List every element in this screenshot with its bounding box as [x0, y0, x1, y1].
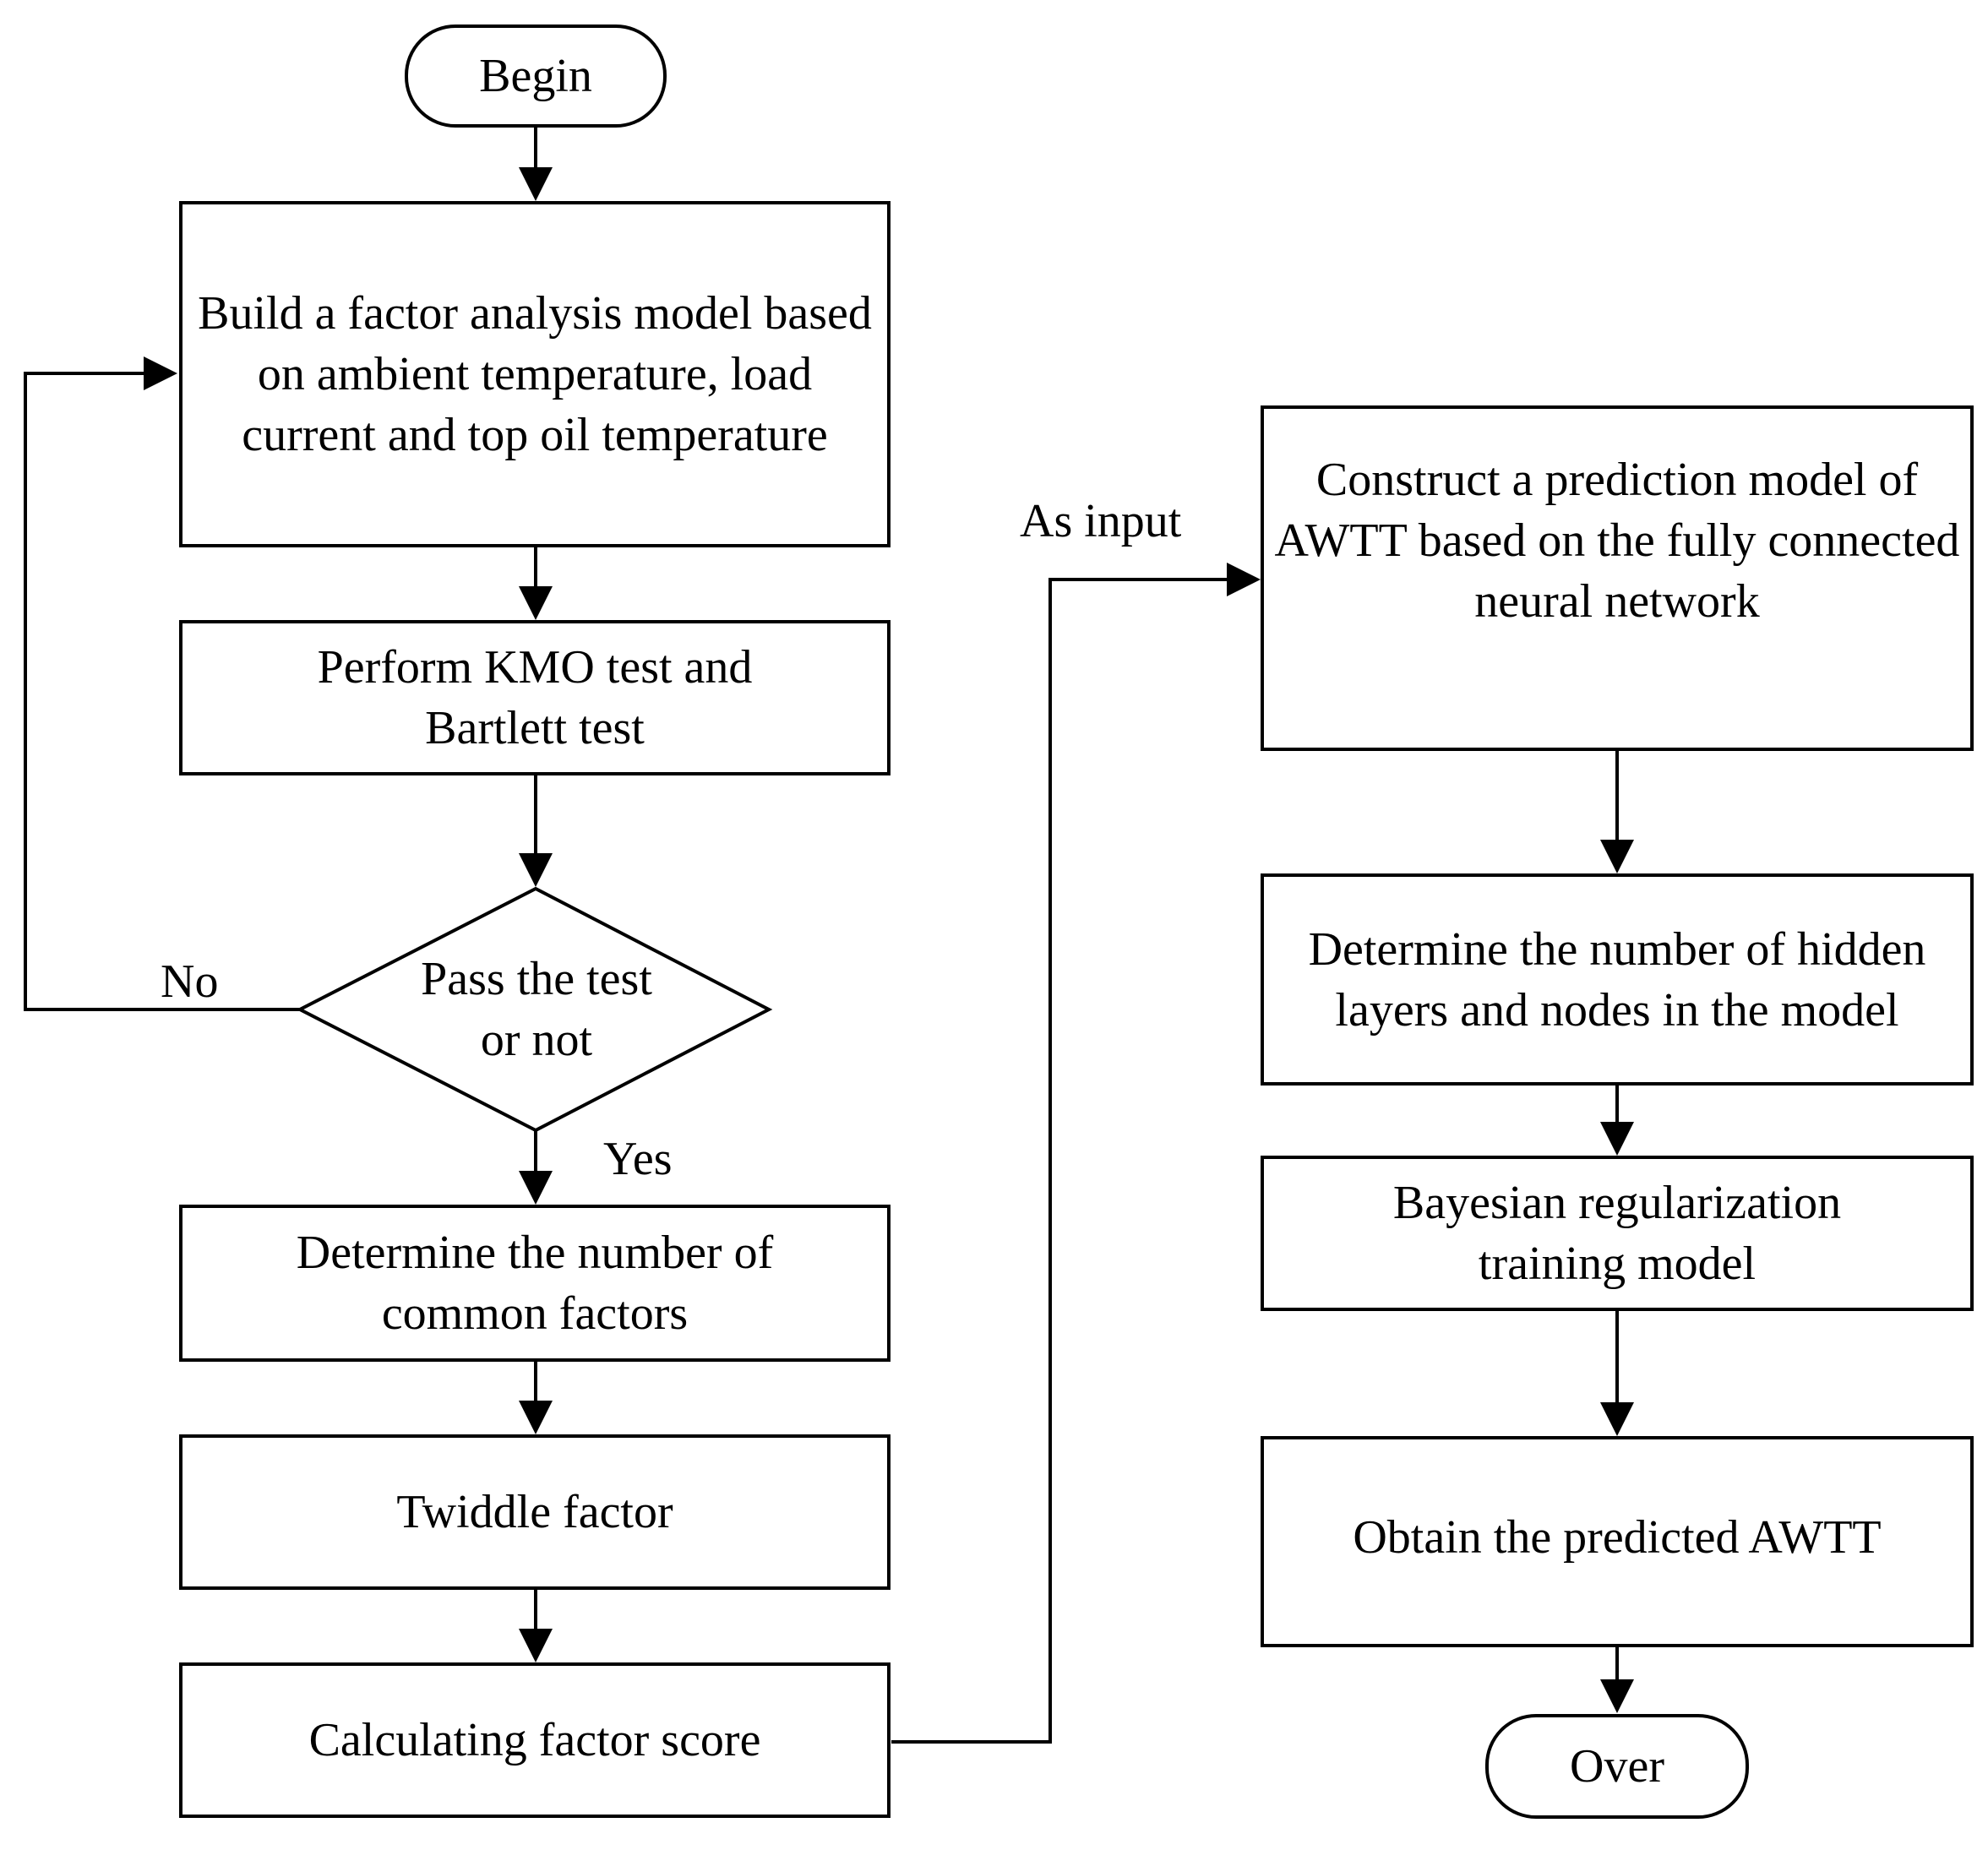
begin-terminal: Begin — [405, 24, 667, 128]
as-input-label: As input — [1020, 495, 1182, 547]
factor-score-label: Calculating factor score — [308, 1714, 761, 1766]
over-label: Over — [1570, 1740, 1664, 1793]
construct-model-label: Construct a prediction model of AWTT bas… — [1274, 453, 1960, 628]
arrow-no-loop — [24, 356, 300, 1011]
decision-label: Pass the test or not — [421, 953, 652, 1066]
kmo-test-label: Perform KMO test and Bartlett test — [317, 641, 753, 754]
twiddle-box: Twiddle factor — [179, 1434, 891, 1590]
obtain-box: Obtain the predicted AWTT — [1261, 1436, 1974, 1647]
obtain-label: Obtain the predicted AWTT — [1353, 1511, 1882, 1564]
factor-score-box: Calculating factor score — [179, 1662, 891, 1818]
bayesian-label: Bayesian regularization training model — [1392, 1177, 1842, 1290]
bayesian-box: Bayesian regularization training model — [1261, 1156, 1974, 1311]
hidden-layers-label: Determine the number of hidden layers an… — [1308, 922, 1926, 1037]
kmo-test-box: Perform KMO test and Bartlett test — [179, 620, 891, 775]
twiddle-label: Twiddle factor — [396, 1486, 673, 1538]
no-label: No — [161, 955, 219, 1008]
build-model-box: Build a factor analysis model based on a… — [179, 201, 891, 547]
construct-model-box: Construct a prediction model of AWTT bas… — [1261, 405, 1974, 751]
hidden-layers-box: Determine the number of hidden layers an… — [1261, 873, 1974, 1086]
begin-label: Begin — [479, 50, 592, 102]
over-terminal: Over — [1485, 1714, 1749, 1819]
build-model-label: Build a factor analysis model based on a… — [198, 287, 872, 461]
yes-label: Yes — [603, 1133, 673, 1185]
common-factors-box: Determine the number of common factors — [179, 1205, 891, 1362]
decision-label-box: Pass the test or not — [397, 946, 676, 1073]
arrow-score-to-construct — [891, 563, 1261, 1744]
common-factors-label: Determine the number of common factors — [296, 1227, 774, 1340]
